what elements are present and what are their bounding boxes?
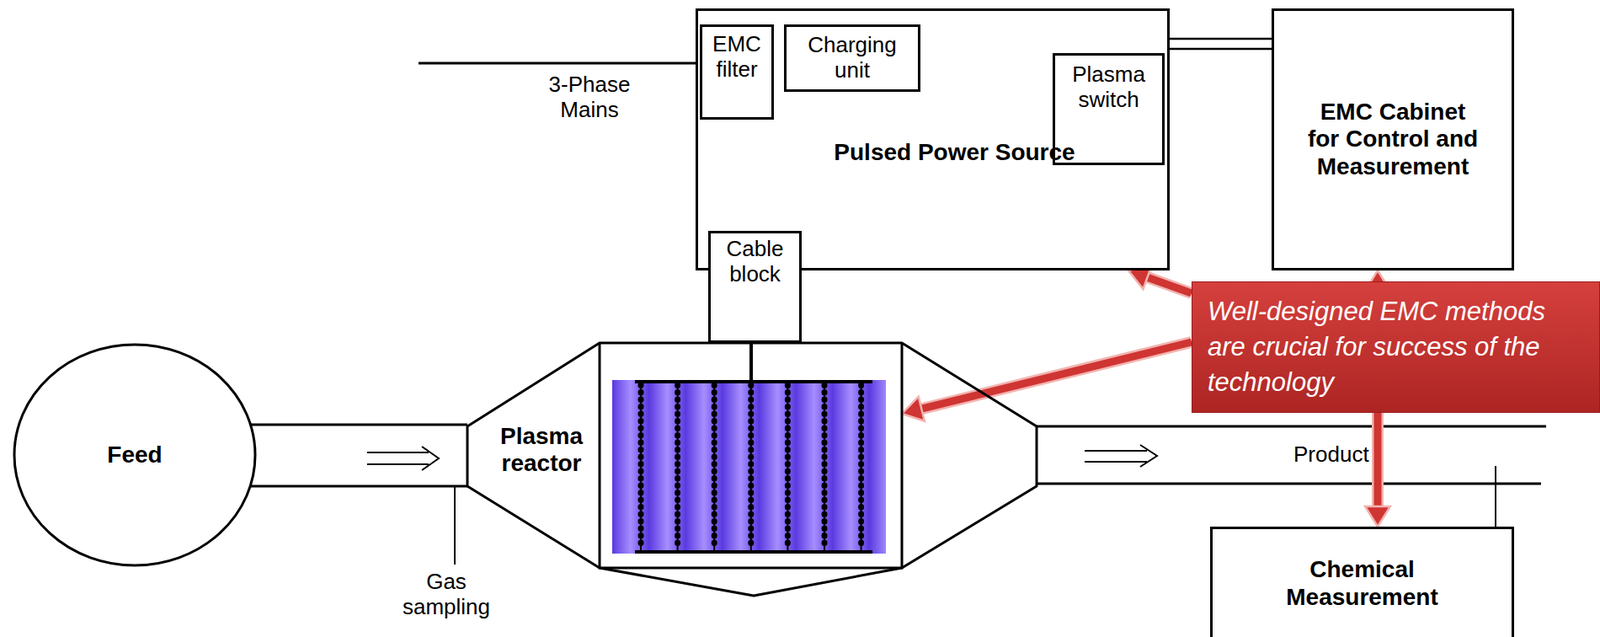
electrode-wire — [640, 381, 642, 552]
connector — [1169, 38, 1272, 49]
mains-line — [418, 62, 700, 65]
product-pipe — [1036, 426, 1547, 484]
arrow-head — [901, 396, 925, 422]
part-label: Product — [1293, 442, 1395, 468]
sampling-line — [1494, 465, 1497, 527]
arrow-head — [1365, 506, 1391, 527]
electrode-wire — [786, 381, 789, 552]
measurement-box: Chemical Measurement — [1210, 526, 1515, 637]
callout-box: Well-designed EMC methods are crucial fo… — [1191, 281, 1600, 413]
electrode-beads — [821, 384, 828, 549]
cable-block-box: Cable block — [708, 230, 802, 343]
reactor-outline — [467, 342, 1037, 596]
flow-arrow — [367, 446, 439, 470]
connector — [901, 341, 1192, 422]
box-text: Cable block — [714, 236, 796, 288]
box-text: EMC Cabinet for Control and Measurement — [1303, 98, 1483, 181]
wire — [1169, 48, 1272, 51]
feed-outline — [14, 344, 256, 566]
gas-sampling-line — [453, 485, 456, 565]
electrode-beads — [858, 384, 864, 549]
electrode-bars — [634, 342, 873, 552]
electrode-beads — [711, 384, 718, 549]
box-text: Plasma switch — [1058, 62, 1159, 113]
part-label: Gas sampling — [395, 569, 497, 620]
electrode-wire — [860, 381, 863, 552]
arrow-halo — [1146, 276, 1192, 294]
plasma-reactor: Plasma reactor — [467, 342, 1037, 598]
plasma-glow — [612, 379, 886, 554]
box-text: Well-designed EMC methods are crucial fo… — [1207, 293, 1566, 400]
feed-circle: Feed — [12, 342, 257, 567]
heading-text: Plasma reactor — [482, 422, 601, 477]
box-text: Charging unit — [793, 32, 912, 84]
reactor-window — [599, 342, 902, 568]
pipe-wall — [250, 423, 468, 427]
flow-arrow — [1084, 444, 1158, 467]
filter-box: EMC filter — [699, 24, 774, 120]
box-text: EMC filter — [705, 32, 768, 83]
cabinet-box: EMC Cabinet for Control and Measurement — [1271, 8, 1515, 271]
electrode-beads — [638, 384, 645, 549]
power-source-box: Pulsed Power SourceEMC filterCharging un… — [695, 8, 1170, 271]
connector — [250, 424, 468, 486]
part-label: 3-Phase Mains — [538, 72, 640, 123]
electrode-beads — [674, 384, 681, 549]
box-text: Feed — [106, 441, 162, 469]
electrode-wire — [713, 381, 715, 552]
charging-box: Charging unit — [784, 24, 921, 92]
arrow-shaft — [1146, 276, 1192, 294]
electrode-wire — [677, 381, 679, 552]
pipe-wall — [250, 485, 468, 488]
wire — [1169, 37, 1272, 41]
electrode-wire — [823, 381, 826, 552]
arrow-shaft — [919, 341, 1192, 410]
arrow-halo — [919, 341, 1192, 410]
electrode-wire — [750, 381, 752, 552]
heading-text: Pulsed Power Source — [720, 138, 1190, 166]
electrode-beads — [747, 384, 754, 549]
box-text: Chemical Measurement — [1257, 555, 1468, 610]
electrode-beads — [784, 384, 791, 549]
